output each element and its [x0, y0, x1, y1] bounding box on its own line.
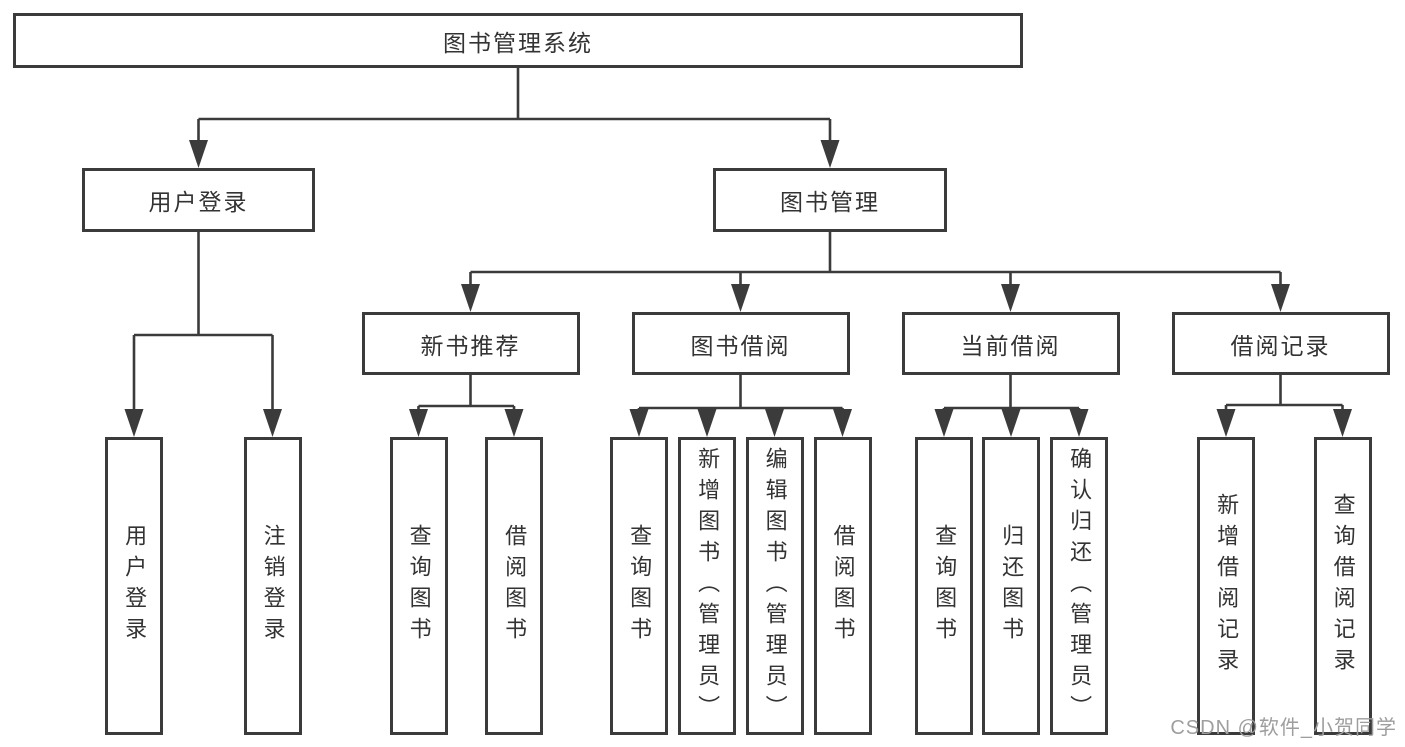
leaf-confirm-return-admin: 确认归还（管理员）: [1050, 437, 1108, 735]
leaf-query-books-borrowing: 查询图书: [610, 437, 668, 735]
arrowhead-down-icon: [765, 409, 784, 437]
leaf-add-book-admin: 新增图书（管理员）: [678, 437, 736, 735]
arrowhead-down-icon: [189, 140, 208, 168]
arrowhead-down-icon: [263, 409, 282, 437]
leaf-borrow-books-borrowing: 借阅图书: [813, 437, 872, 735]
connector-bookmgmt-to-level3: [461, 232, 1290, 312]
leaf-query-books-current: 查询图书: [915, 437, 973, 735]
arrowhead-down-icon: [731, 284, 750, 312]
arrowhead-down-icon: [697, 409, 717, 437]
connector-records-to-leaves: [1216, 375, 1352, 437]
arrowhead-down-icon: [1001, 409, 1021, 437]
leaf-edit-book-admin: 编辑图书（管理员）: [745, 437, 804, 735]
watermark-text: CSDN @软件_小贺同学: [1170, 717, 1397, 739]
arrowhead-down-icon: [1271, 284, 1290, 312]
node-borrowing-records: 借阅记录: [1171, 312, 1390, 375]
arrowhead-down-icon: [833, 409, 852, 437]
leaf-query-borrow-record: 查询借阅记录: [1313, 437, 1372, 735]
connector-root-to-level2: [189, 68, 840, 168]
connector-userlogin-to-leaves: [124, 232, 282, 437]
arrowhead-down-icon: [1216, 409, 1236, 437]
connector-borrow-to-leaves: [629, 375, 852, 437]
leaf-user-login: 用户登录: [105, 437, 163, 735]
leaf-logout: 注销登录: [243, 437, 302, 735]
arrowhead-down-icon: [629, 409, 649, 437]
node-current-borrowing: 当前借阅: [901, 312, 1120, 375]
arrowhead-down-icon: [124, 409, 144, 437]
leaf-query-books-recommend: 查询图书: [389, 437, 448, 735]
connector-newrec-to-leaves: [409, 375, 524, 437]
leaf-borrow-books-recommend: 借阅图书: [485, 437, 543, 735]
arrowhead-down-icon: [1333, 409, 1352, 437]
arrowhead-down-icon: [504, 409, 524, 437]
node-new-book-recommend: 新书推荐: [361, 312, 580, 375]
arrowhead-down-icon: [820, 140, 840, 168]
leaf-add-borrow-record: 新增借阅记录: [1197, 437, 1255, 735]
node-book-borrowing: 图书借阅: [631, 312, 850, 375]
connector-current-to-leaves: [934, 375, 1089, 437]
leaf-return-book: 归还图书: [982, 437, 1040, 735]
node-user-login: 用户登录: [82, 168, 315, 232]
node-book-management: 图书管理: [713, 168, 947, 232]
arrowhead-down-icon: [461, 284, 480, 312]
arrowhead-down-icon: [934, 409, 954, 437]
arrowhead-down-icon: [1001, 284, 1020, 312]
arrowhead-down-icon: [409, 409, 428, 437]
node-library-system: 图书管理系统: [13, 13, 1023, 68]
arrowhead-down-icon: [1069, 409, 1089, 437]
